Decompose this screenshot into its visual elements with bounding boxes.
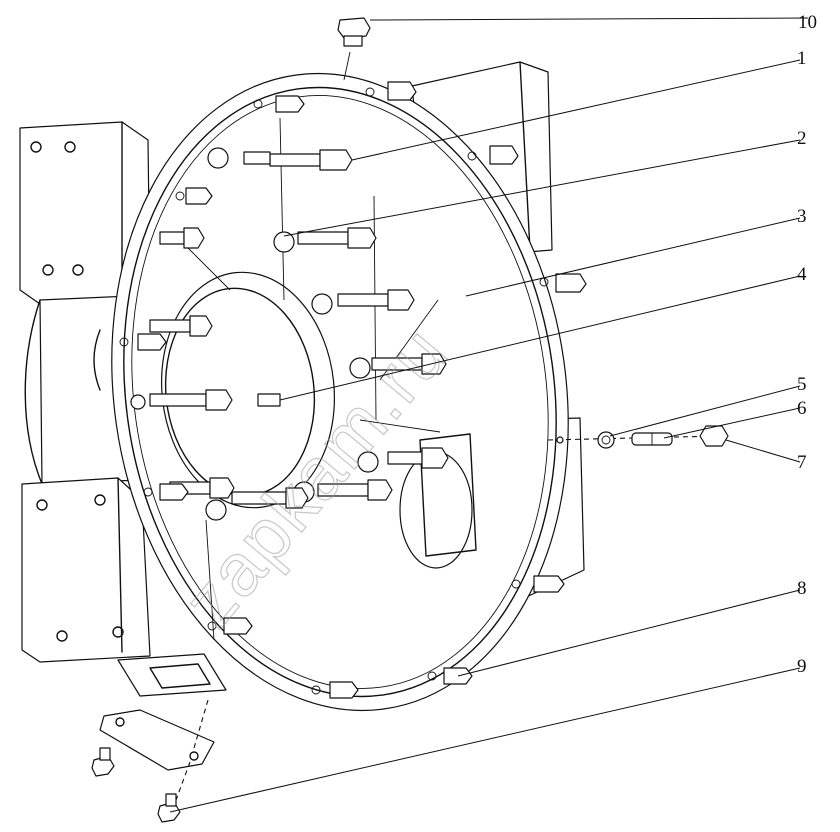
bolt [159, 227, 205, 249]
bolt [169, 477, 235, 499]
nut [143, 483, 189, 501]
leader-lines [169, 17, 809, 813]
bottom-inspection-port [117, 653, 227, 697]
callout-4: 4 [797, 264, 807, 285]
dowel-pin [257, 393, 281, 407]
nut [130, 394, 146, 410]
callout-5: 5 [797, 374, 807, 395]
bolt [311, 289, 415, 315]
stud [631, 432, 673, 446]
bolt [207, 147, 271, 169]
nut [511, 575, 565, 593]
nut [539, 273, 587, 293]
cover-plate [99, 699, 215, 801]
callout-2: 2 [797, 128, 807, 149]
callout-9: 9 [797, 656, 807, 677]
callout-1: 1 [797, 48, 807, 69]
nut [175, 187, 213, 205]
callout-10: 10 [798, 12, 817, 33]
nut [119, 333, 167, 351]
nut [365, 81, 417, 101]
hex-nut [699, 425, 729, 447]
nut [253, 95, 305, 113]
cover-bolt-exploded [157, 793, 181, 823]
top-drain-plug [337, 17, 371, 81]
callout-7: 7 [797, 452, 807, 473]
washer [597, 431, 615, 449]
bolt [149, 389, 233, 411]
callout-6: 6 [797, 398, 807, 419]
bolt [273, 227, 377, 253]
bolt [269, 149, 353, 171]
bolt [205, 487, 309, 521]
bolt [149, 315, 213, 337]
bolt [357, 447, 449, 473]
lower-left-mounting-pad [21, 477, 151, 663]
bolt [349, 353, 447, 379]
callout-8: 8 [797, 578, 807, 599]
nut [207, 617, 253, 635]
flange-nuts [119, 81, 587, 699]
nut [311, 681, 359, 699]
mounting-bolts [149, 147, 449, 521]
callout-labels: 10 1 2 3 4 5 6 7 8 9 [797, 12, 817, 677]
callout-3: 3 [797, 206, 807, 227]
cover-bolt [91, 747, 115, 777]
nut [467, 145, 519, 165]
housing-ribs [179, 117, 441, 641]
